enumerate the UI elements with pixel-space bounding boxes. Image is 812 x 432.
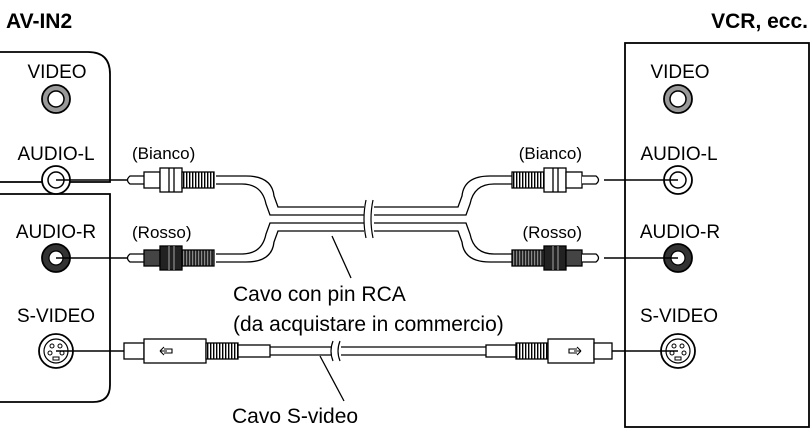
right-audio-l-label: AUDIO-L — [640, 144, 717, 165]
s-video-cable-caption: Cavo S-video — [232, 405, 358, 428]
right-video-label: VIDEO — [650, 62, 709, 83]
caption-leaders — [319, 235, 352, 402]
s-video-plug-right — [485, 338, 613, 364]
right-device-title: VCR, ecc. — [711, 10, 808, 33]
s-video-cable-wire — [270, 346, 486, 356]
rca-cable-break — [363, 199, 374, 239]
rca-cable-caption-line1: Cavo con pin RCA — [233, 283, 406, 306]
rca-white-plug-right — [511, 167, 600, 193]
rca-cable-caption-line2: (da acquistare in commercio) — [233, 313, 504, 336]
left-video-label: VIDEO — [27, 62, 86, 83]
s-video-plug-left — [123, 338, 271, 364]
left-video-jack[interactable] — [41, 84, 71, 114]
red-label-left: (Rosso) — [132, 223, 192, 242]
left-audio-r-label: AUDIO-R — [16, 222, 96, 243]
left-s-video-label: S-VIDEO — [17, 306, 95, 327]
right-audio-r-label: AUDIO-R — [640, 222, 720, 243]
left-device-title: AV-IN2 — [6, 10, 72, 33]
s-video-cable-break — [330, 340, 341, 362]
rca-red-plug-right — [511, 245, 600, 271]
left-audio-l-label: AUDIO-L — [17, 144, 94, 165]
white-label-right: (Bianco) — [519, 144, 582, 163]
rca-red-plug-left — [126, 245, 215, 271]
red-label-right: (Rosso) — [522, 223, 582, 242]
leader-lines — [56, 179, 678, 352]
right-s-video-label: S-VIDEO — [640, 306, 718, 327]
right-video-jack[interactable] — [663, 84, 693, 114]
white-label-left: (Bianco) — [132, 144, 195, 163]
left-panel — [0, 51, 111, 403]
right-panel — [624, 42, 810, 428]
rca-white-plug-left — [126, 167, 215, 193]
